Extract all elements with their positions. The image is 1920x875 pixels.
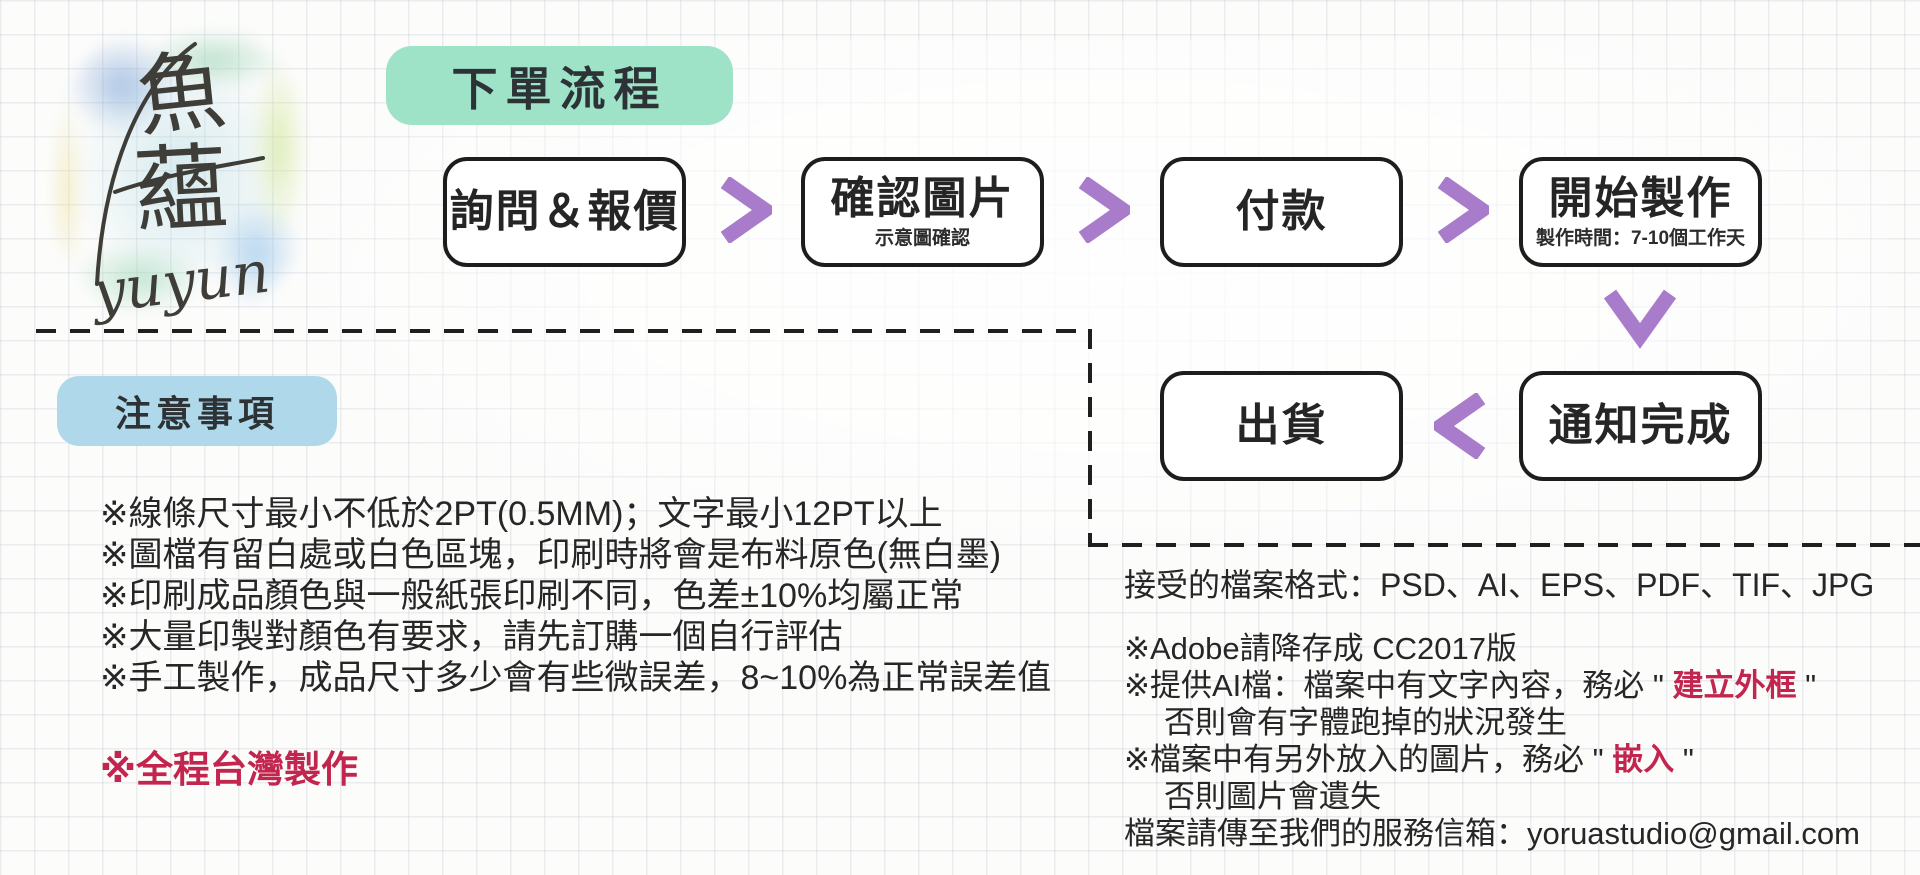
note-item: ※線條尺寸最小不低於2PT(0.5MM)；文字最小12PT以上 <box>100 495 943 533</box>
flow-step-sublabel: 製作時間：7-10個工作天 <box>1535 227 1746 249</box>
adobe-version-line: ※Adobe請降存成 CC2017版 <box>1124 631 1517 666</box>
flow-step-notify-complete: 通知完成 <box>1519 371 1762 481</box>
notes-title-banner: 注意事項 <box>57 376 337 446</box>
note-item: ※大量印製對顏色有要求，請先訂購一個自行評估 <box>100 618 843 656</box>
ai-outline-note: 否則會有字體跑掉的狀況發生 <box>1164 705 1567 740</box>
embed-image-suffix: " <box>1674 742 1694 777</box>
flow-step-label: 開始製作 <box>1548 173 1733 223</box>
ai-outline-line: ※提供AI檔：檔案中有文字內容，務必 " 建立外框 " <box>1124 667 1860 704</box>
flow-step-label: 確認圖片 <box>830 173 1015 223</box>
ai-outline-emphasis: 建立外框 <box>1672 668 1797 703</box>
dashed-divider-bottom <box>1088 543 1920 547</box>
accepted-formats-line: 接受的檔案格式：PSD、AI、EPS、PDF、TIF、JPG <box>1124 567 1875 603</box>
note-item: ※印刷成品顏色與一般紙張印刷不同，色差±10%均屬正常 <box>100 577 964 615</box>
flow-step-confirm-image: 確認圖片 示意圖確認 <box>801 157 1044 267</box>
dashed-divider-vertical <box>1088 329 1092 545</box>
note-item: ※手工製作，成品尺寸多少會有些微誤差，8~10%為正常誤差值 <box>100 659 1052 697</box>
flow-title-banner: 下單流程 <box>386 46 733 125</box>
notes-list: ※線條尺寸最小不低於2PT(0.5MM)；文字最小12PT以上 ※圖檔有留白處或… <box>100 494 1051 699</box>
chevron-right-icon <box>720 177 772 243</box>
file-instructions: ※Adobe請降存成 CC2017版 ※提供AI檔：檔案中有文字內容，務必 " … <box>1124 630 1860 852</box>
dashed-divider-top <box>36 329 1090 333</box>
ai-outline-suffix: " <box>1796 668 1817 703</box>
flow-step-sublabel: 示意圖確認 <box>874 227 970 249</box>
brand-logo: 魚 蘊 yuyun <box>45 16 317 328</box>
flow-step-label: 詢問＆報價 <box>449 187 680 236</box>
service-email-line: 檔案請傳至我們的服務信箱：yoruastudio@gmail.com <box>1124 816 1860 851</box>
flow-step-start-production: 開始製作 製作時間：7-10個工作天 <box>1519 157 1762 267</box>
note-made-in-taiwan: ※全程台灣製作 <box>100 749 358 790</box>
logo-flourish-stroke <box>95 42 265 286</box>
chevron-down-icon <box>1604 289 1676 349</box>
flow-step-inquiry-quote: 詢問＆報價 <box>443 157 686 267</box>
embed-image-note: 否則圖片會遺失 <box>1164 779 1381 814</box>
flow-step-payment: 付款 <box>1160 157 1403 267</box>
embed-image-prefix: ※檔案中有另外放入的圖片，務必 " <box>1124 742 1613 777</box>
note-item: ※圖檔有留白處或白色區塊，印刷時將會是布料原色(無白墨) <box>100 536 1002 574</box>
notes-title: 注意事項 <box>114 393 279 434</box>
chevron-right-icon <box>1437 177 1489 243</box>
flow-step-label: 出貨 <box>1235 401 1328 450</box>
flow-step-label: 通知完成 <box>1548 401 1733 450</box>
chevron-right-icon <box>1078 177 1130 243</box>
flow-step-label: 付款 <box>1235 187 1328 236</box>
flow-title: 下單流程 <box>451 62 668 115</box>
flow-step-shipping: 出貨 <box>1160 371 1403 481</box>
embed-image-line: ※檔案中有另外放入的圖片，務必 " 嵌入 " <box>1124 741 1860 778</box>
ai-outline-prefix: ※提供AI檔：檔案中有文字內容，務必 " <box>1124 668 1673 703</box>
embed-image-emphasis: 嵌入 <box>1612 742 1675 777</box>
logo-character-bottom: 蘊 <box>131 133 231 248</box>
chevron-left-icon <box>1434 393 1486 459</box>
